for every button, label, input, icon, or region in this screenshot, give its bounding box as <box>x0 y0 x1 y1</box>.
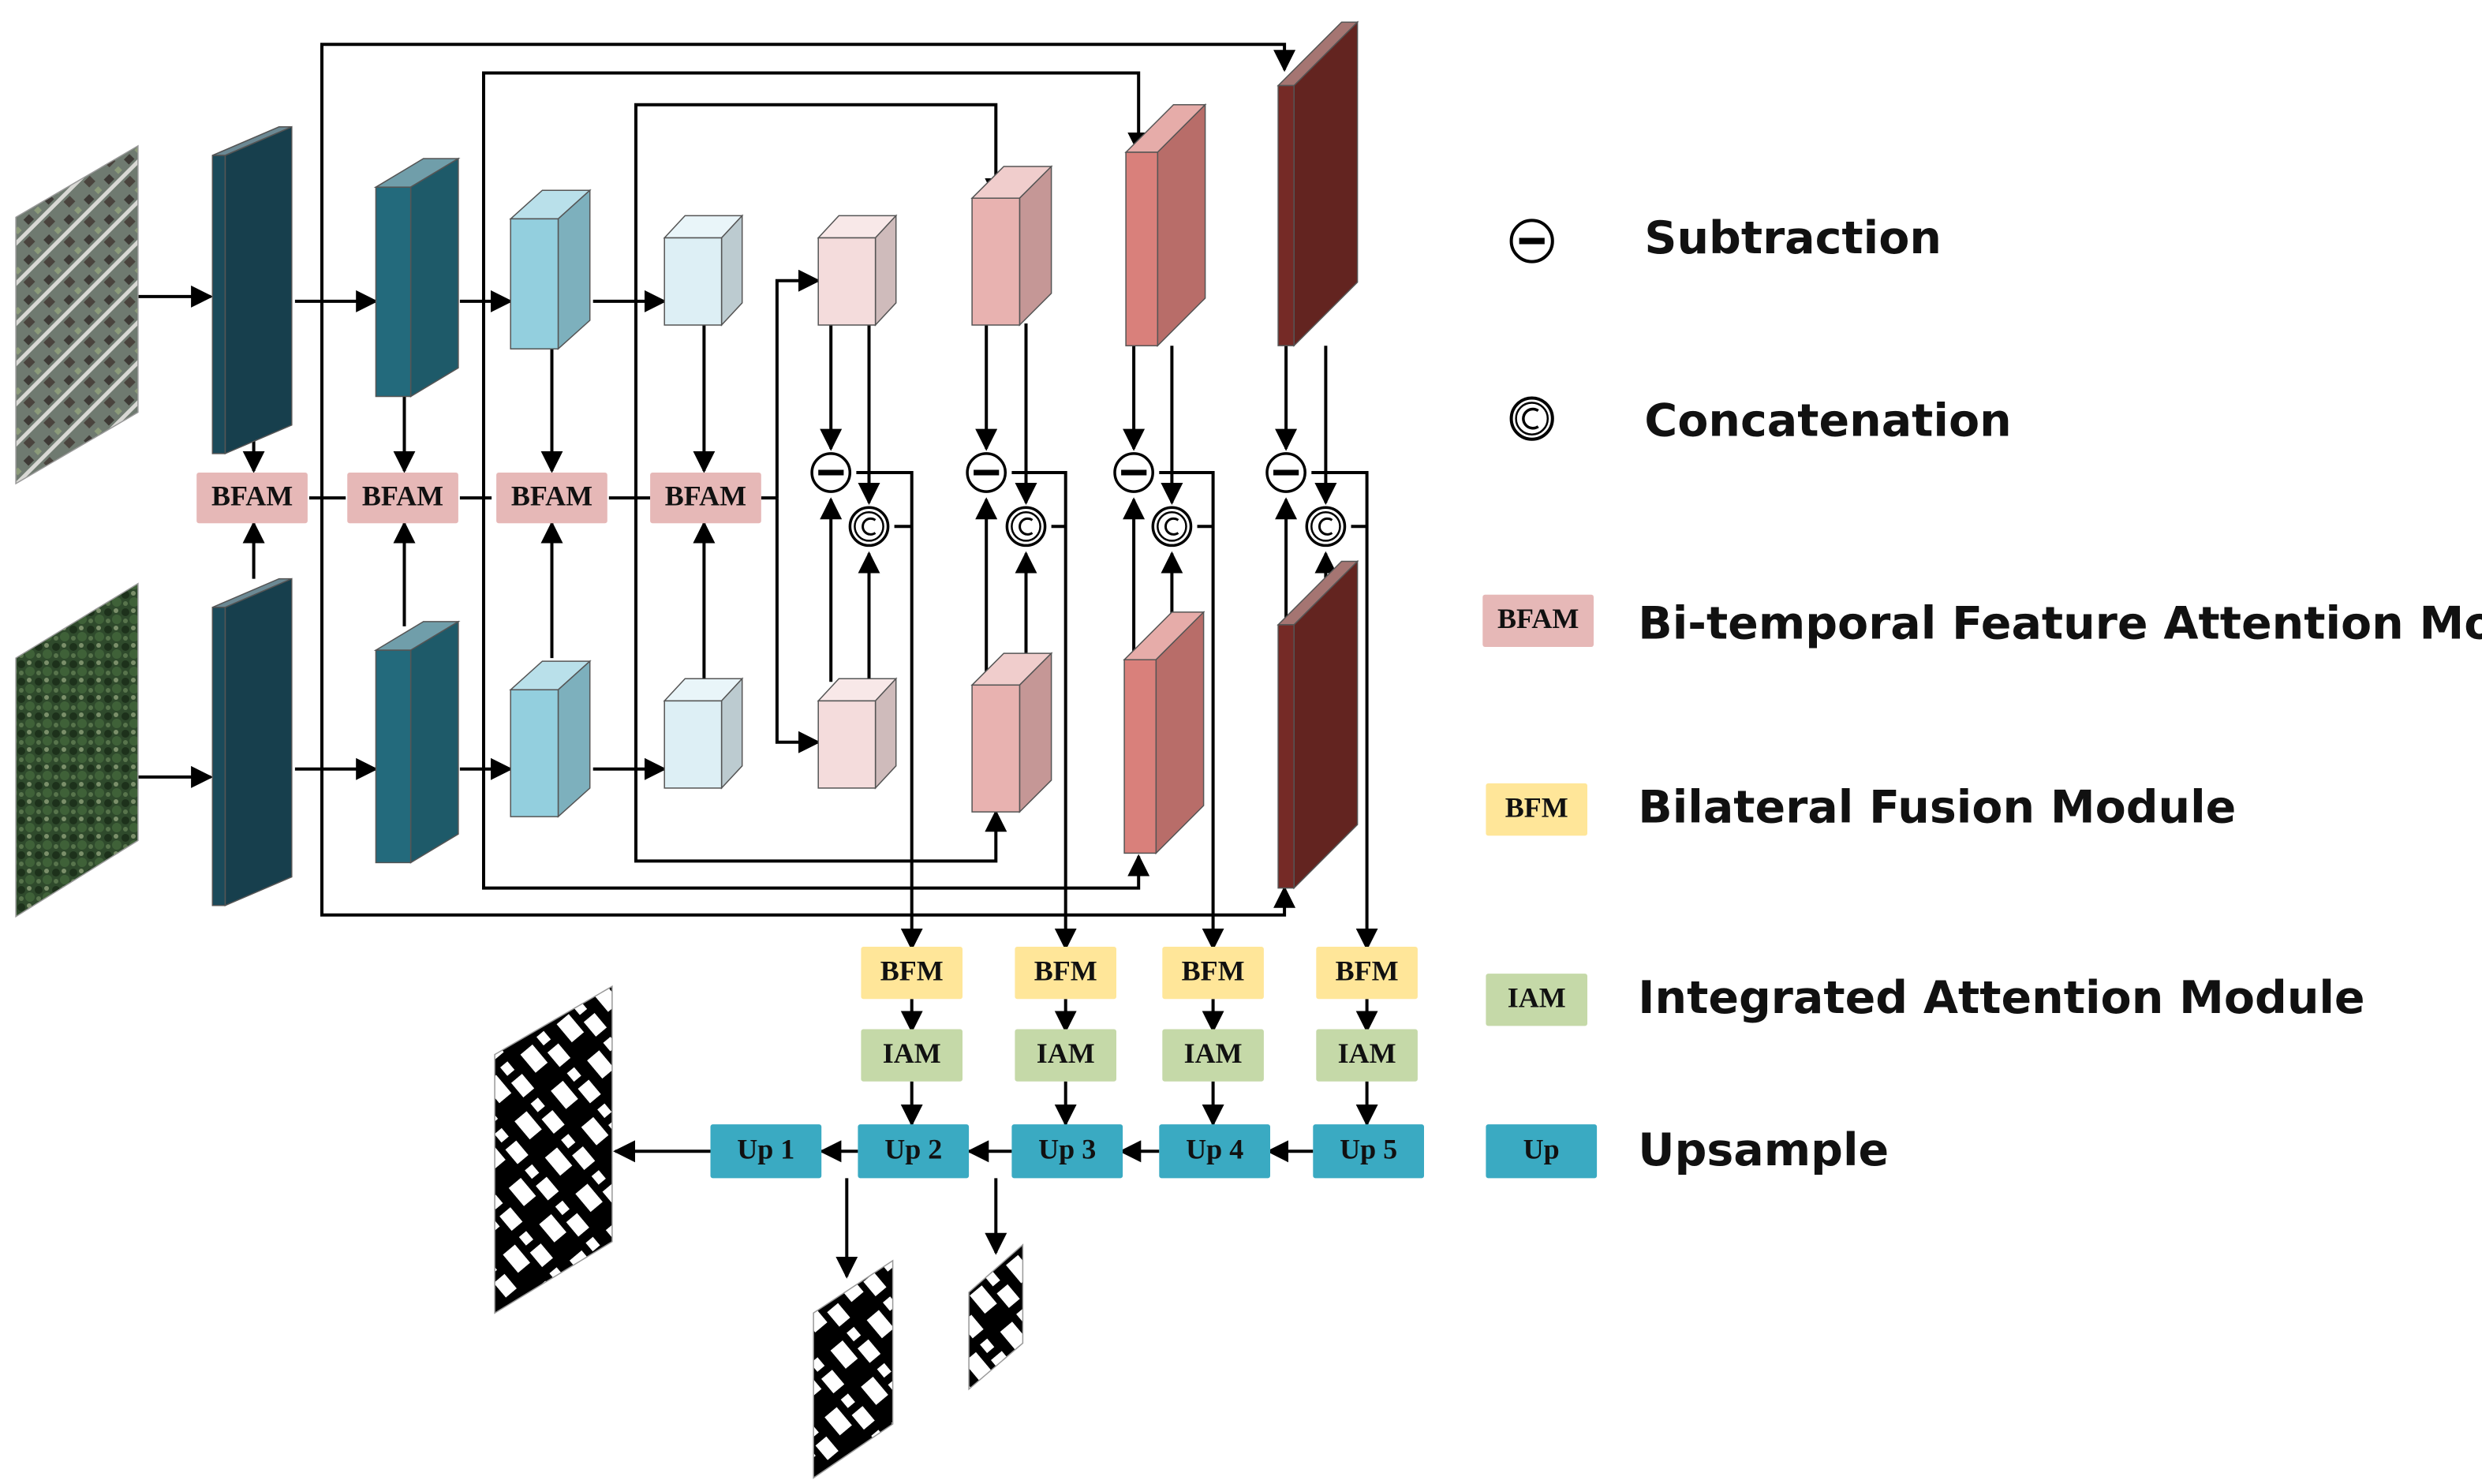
input-output-images <box>15 144 1024 1479</box>
iam-box-1-label: IAM <box>883 1037 941 1069</box>
decoder-feature-top-3 <box>1124 103 1207 348</box>
to-bfm-arrow <box>1159 471 1224 951</box>
bfam-box-2: BFAM <box>347 473 458 524</box>
output-change-map-1 <box>494 985 613 1314</box>
skip-connection <box>634 103 1007 499</box>
skip-connection <box>482 71 1150 499</box>
input-image-t1 <box>15 144 139 485</box>
output-change-map-3 <box>968 1243 1024 1391</box>
concatenation-legend-icon <box>1509 396 1554 441</box>
legend-bfam-swatch: BFAM <box>1482 594 1594 647</box>
decoder-feature-bottom-2 <box>970 652 1053 813</box>
iam-box-3: IAM <box>1162 1029 1264 1082</box>
bfm-box-3: BFM <box>1162 947 1264 1000</box>
encoder-feature-top-2 <box>373 157 461 398</box>
up-box-5: Up 5 <box>1313 1124 1424 1179</box>
encoder-feature-bottom-1 <box>211 578 293 906</box>
up-box-2-label: Up 2 <box>884 1134 942 1165</box>
bfm-box-2-label: BFM <box>1034 955 1097 986</box>
bfam-box-3: BFAM <box>496 473 607 524</box>
encoder-feature-top-1 <box>211 125 293 455</box>
up-box-2: Up 2 <box>858 1124 970 1179</box>
bfm-box-3-label: BFM <box>1182 955 1245 986</box>
iam-box-3-label: IAM <box>1184 1037 1243 1069</box>
legend-subtraction-label: Subtraction <box>1644 212 1942 264</box>
up-box-1: Up 1 <box>710 1124 822 1179</box>
iam-box-2: IAM <box>1015 1029 1116 1082</box>
legend-bfm-swatch: BFM <box>1486 783 1587 836</box>
iam-box-2-label: IAM <box>1037 1037 1095 1069</box>
legend-up-swatch: Up <box>1486 1124 1598 1179</box>
iam-box-1: IAM <box>861 1029 963 1082</box>
encoder-feature-top-4 <box>663 214 744 327</box>
bfam-box-2-label: BFAM <box>362 480 443 511</box>
decoder-feature-bottom-1 <box>817 677 898 790</box>
up-box-1-label: Up 1 <box>737 1134 794 1165</box>
bfam-box-4-label: BFAM <box>665 480 746 511</box>
concatenation-node-4 <box>1305 506 1347 548</box>
up-box-3: Up 3 <box>1011 1124 1123 1179</box>
up-box-4: Up 4 <box>1159 1124 1270 1179</box>
legend-iam-swatch: IAM <box>1486 974 1587 1026</box>
legend-up-label: Upsample <box>1638 1124 1889 1176</box>
encoder-feature-top-3 <box>509 189 592 350</box>
skip-connection <box>634 498 1007 863</box>
encoder-feature-bottom-2 <box>373 620 461 864</box>
iam-box-4-label: IAM <box>1338 1037 1396 1069</box>
output-change-map-2 <box>813 1259 894 1479</box>
legend-bfm-label: Bilateral Fusion Module <box>1638 782 2236 834</box>
bfm-box-4-label: BFM <box>1336 955 1399 986</box>
skip-connection <box>320 43 1296 499</box>
up-box-4-label: Up 4 <box>1186 1134 1243 1165</box>
decoder-feature-top-2 <box>970 165 1053 327</box>
encoder-feature-bottom-4 <box>663 677 744 790</box>
legend-up-swatch-label: Up <box>1523 1134 1560 1165</box>
subtraction-node-4 <box>1265 452 1306 493</box>
legend-iam-swatch-label: IAM <box>1508 982 1566 1014</box>
to-bfm-arrow <box>1311 471 1378 951</box>
bfam-box-1: BFAM <box>196 473 308 524</box>
legend-bfam-label: Bi-temporal Feature Attention Module <box>1638 598 2482 650</box>
legend-bfm-swatch-label: BFM <box>1505 791 1568 823</box>
bfm-box-4: BFM <box>1316 947 1418 1000</box>
decoder-feature-top-1 <box>817 214 898 327</box>
encoder-feature-bottom-3 <box>509 660 592 818</box>
subtraction-node-3 <box>1113 452 1154 493</box>
bfm-box-1: BFM <box>861 947 963 1000</box>
up-box-3-label: Up 3 <box>1038 1134 1096 1165</box>
skip-connection <box>320 498 1296 917</box>
subtraction-legend-icon <box>1509 219 1554 264</box>
to-bfm-arrow <box>856 471 923 951</box>
bfam-box-1-label: BFAM <box>211 480 293 511</box>
to-bfm-arrow <box>1011 471 1077 951</box>
iam-box-4: IAM <box>1316 1029 1418 1082</box>
legend-bfam-swatch-label: BFAM <box>1497 603 1579 634</box>
legend-concatenation-label: Concatenation <box>1644 394 2011 447</box>
subtraction-node-2 <box>966 452 1007 493</box>
skip-connection <box>775 269 820 499</box>
bfm-box-2: BFM <box>1015 947 1116 1000</box>
decoder-feature-bottom-4 <box>1277 559 1359 890</box>
decoder-feature-top-4 <box>1277 21 1359 347</box>
skip-connection <box>482 498 1150 890</box>
up-box-5-label: Up 5 <box>1340 1134 1397 1165</box>
subtraction-node-1 <box>810 452 852 493</box>
bfm-box-1-label: BFM <box>880 955 944 986</box>
bfam-box-4: BFAM <box>650 473 761 524</box>
concatenation-node-1 <box>848 506 890 548</box>
input-image-t2 <box>15 582 139 918</box>
legend-iam-label: Integrated Attention Module <box>1638 972 2364 1024</box>
connection-lines <box>137 43 1378 1279</box>
feature-maps <box>211 21 1359 906</box>
module-boxes: BFAM BFAM BFAM BFAM BFM IAM BFM IAM BFM IAM BFM IAM… <box>196 473 1598 1179</box>
skip-connection <box>775 498 820 753</box>
bfam-box-3-label: BFAM <box>511 480 592 511</box>
concatenation-node-3 <box>1151 506 1193 548</box>
concatenation-node-2 <box>1005 506 1047 548</box>
decoder-feature-bottom-3 <box>1123 611 1205 855</box>
